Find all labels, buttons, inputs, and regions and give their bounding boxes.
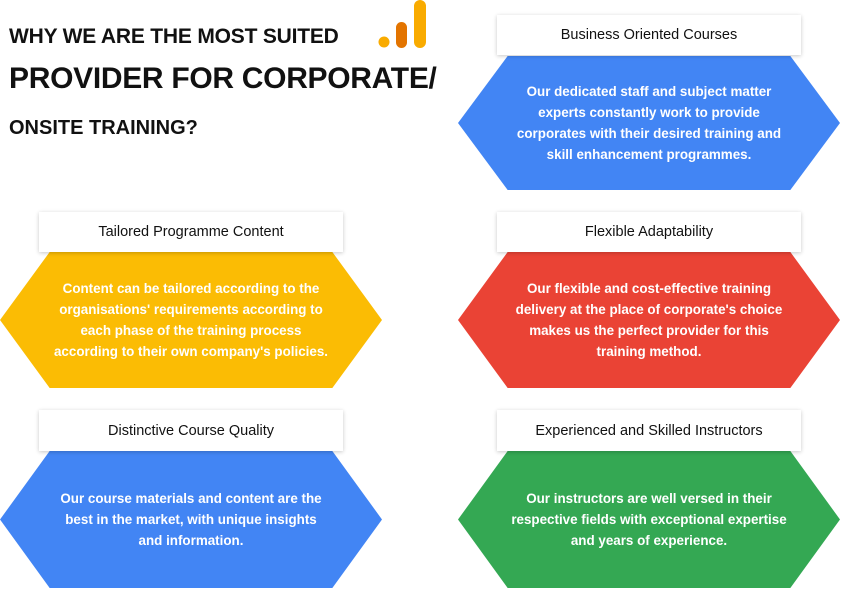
card-hexagon: Our dedicated staff and subject matter e… — [458, 56, 840, 190]
heading-line-3: ONSITE TRAINING? — [9, 117, 198, 139]
card-business-oriented-courses: Our dedicated staff and subject matter e… — [458, 56, 840, 190]
card-hexagon: Our instructors are well versed in their… — [458, 451, 840, 588]
bar-chart-logo-icon — [378, 0, 426, 48]
card-title-tab: Distinctive Course Quality — [39, 410, 343, 451]
card-tailored-programme-content: Content can be tailored according to the… — [0, 252, 382, 388]
card-hexagon: Our flexible and cost-effective training… — [458, 252, 840, 388]
card-title-tab: Flexible Adaptability — [497, 212, 801, 252]
card-title-tab: Experienced and Skilled Instructors — [497, 410, 801, 451]
card-flexible-adaptability: Our flexible and cost-effective training… — [458, 252, 840, 388]
card-body: Our course materials and content are the… — [60, 491, 322, 548]
card-hexagon: Our course materials and content are the… — [0, 451, 382, 588]
heading-line-2: PROVIDER FOR CORPORATE/ — [9, 62, 437, 95]
card-body: Our dedicated staff and subject matter e… — [516, 84, 782, 162]
card-body: Content can be tailored according to the… — [53, 281, 329, 359]
card-title-tab: Tailored Programme Content — [39, 212, 343, 252]
card-body: Our instructors are well versed in their… — [511, 491, 787, 548]
card-hexagon: Content can be tailored according to the… — [0, 252, 382, 388]
card-title-tab: Business Oriented Courses — [497, 15, 801, 55]
card-distinctive-course-quality: Our course materials and content are the… — [0, 451, 382, 588]
card-experienced-and-skilled-instructors: Our instructors are well versed in their… — [458, 451, 840, 588]
heading-line-1: WHY WE ARE THE MOST SUITED — [9, 25, 339, 48]
card-body: Our flexible and cost-effective training… — [515, 281, 783, 359]
